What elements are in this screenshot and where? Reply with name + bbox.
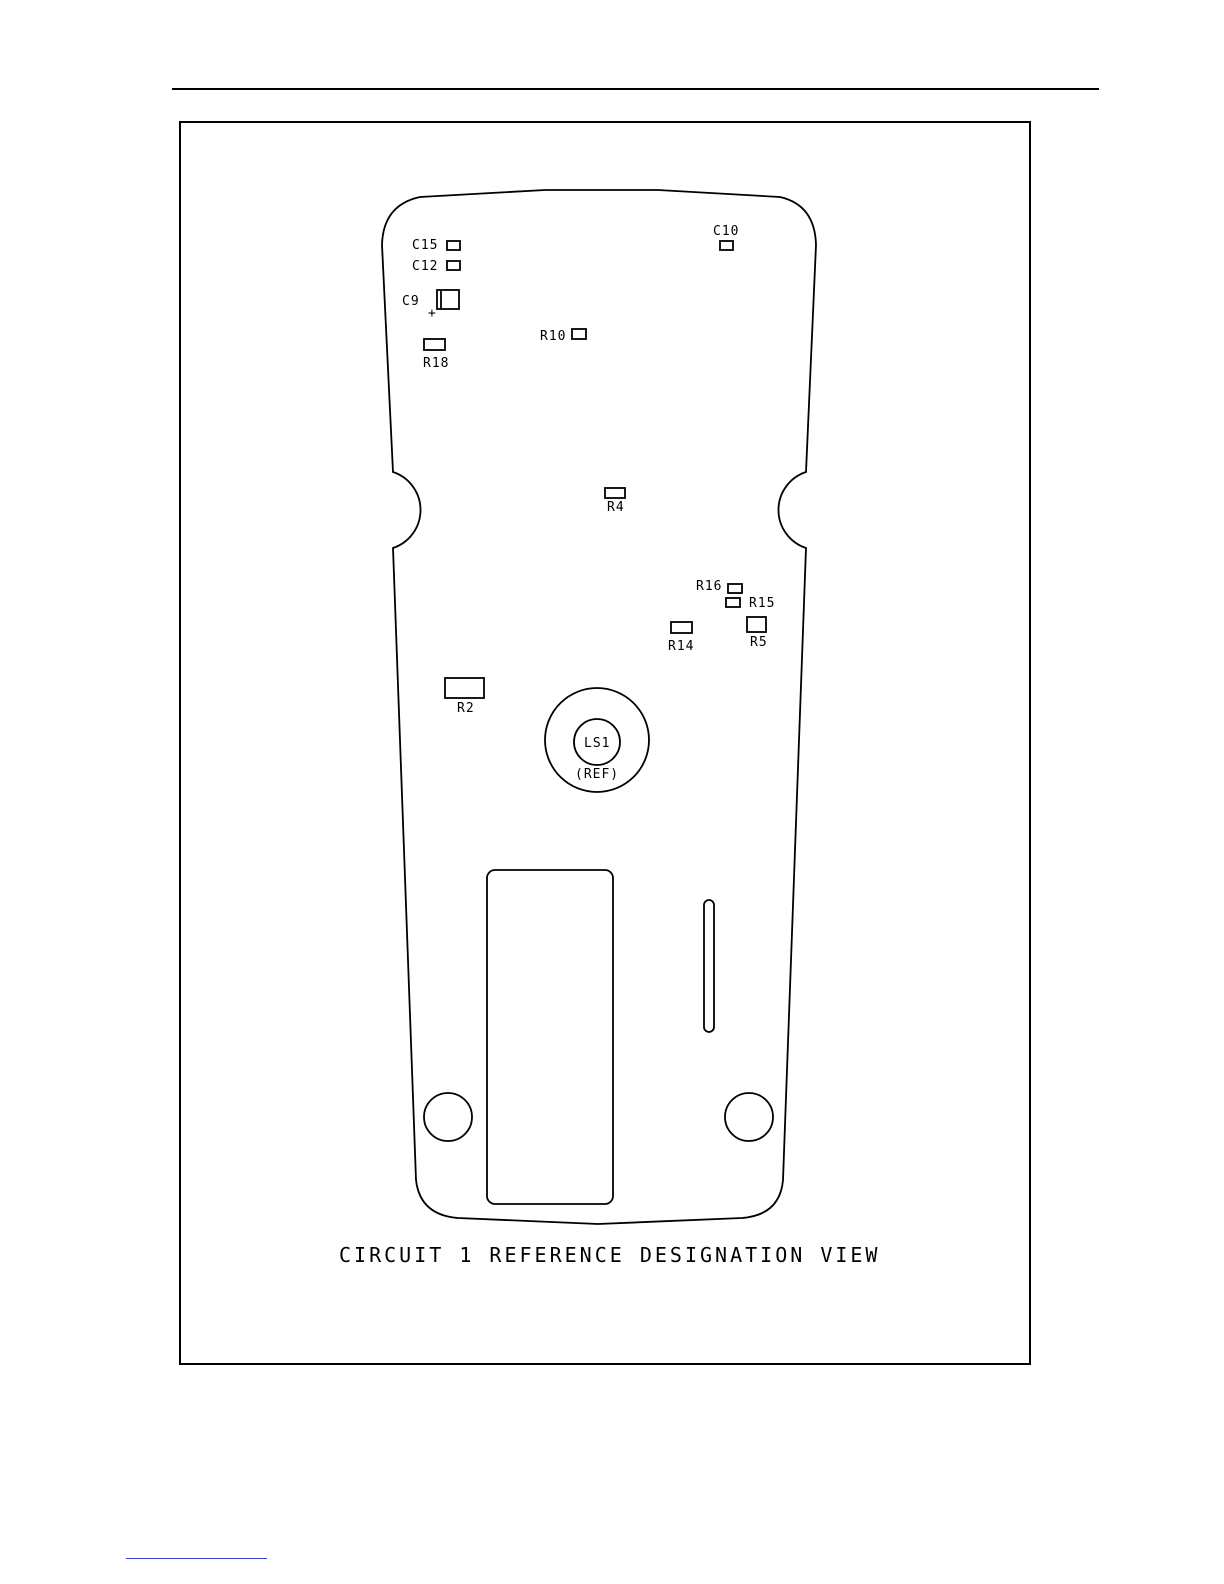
figure-caption: CIRCUIT 1 REFERENCE DESIGNATION VIEW bbox=[339, 1243, 880, 1267]
label-c9: C9 bbox=[402, 294, 420, 309]
label-r15: R15 bbox=[749, 596, 775, 611]
r15-pad bbox=[726, 598, 740, 607]
c10-pad bbox=[720, 241, 733, 250]
label-r4: R4 bbox=[607, 500, 625, 515]
label-c10: C10 bbox=[713, 224, 739, 239]
label-r2: R2 bbox=[457, 701, 475, 716]
footer-rule bbox=[126, 1558, 267, 1559]
label-c12: C12 bbox=[412, 259, 438, 274]
r18-pad bbox=[424, 339, 445, 350]
label-ls1: LS1 bbox=[584, 736, 610, 751]
label-r16: R16 bbox=[696, 579, 722, 594]
label-ls1-ref: (REF) bbox=[575, 767, 619, 782]
c12-pad bbox=[447, 261, 460, 270]
r5-pad bbox=[747, 617, 766, 632]
label-r5: R5 bbox=[750, 635, 768, 650]
mounting-hole-left bbox=[424, 1093, 472, 1141]
label-c15: C15 bbox=[412, 238, 438, 253]
r10-pad bbox=[572, 329, 586, 339]
board-outline bbox=[382, 190, 816, 1224]
label-r18: R18 bbox=[423, 356, 449, 371]
label-r10: R10 bbox=[540, 329, 566, 344]
slot-cutout bbox=[704, 900, 714, 1032]
label-r14: R14 bbox=[668, 639, 694, 654]
label-c9-polarity: + bbox=[428, 306, 437, 321]
c15-pad bbox=[447, 241, 460, 250]
mounting-hole-right bbox=[725, 1093, 773, 1141]
r2-pad bbox=[445, 678, 484, 698]
battery-cutout bbox=[487, 870, 613, 1204]
r16-pad bbox=[728, 584, 742, 593]
r4-pad bbox=[605, 488, 625, 498]
r14-pad bbox=[671, 622, 692, 633]
